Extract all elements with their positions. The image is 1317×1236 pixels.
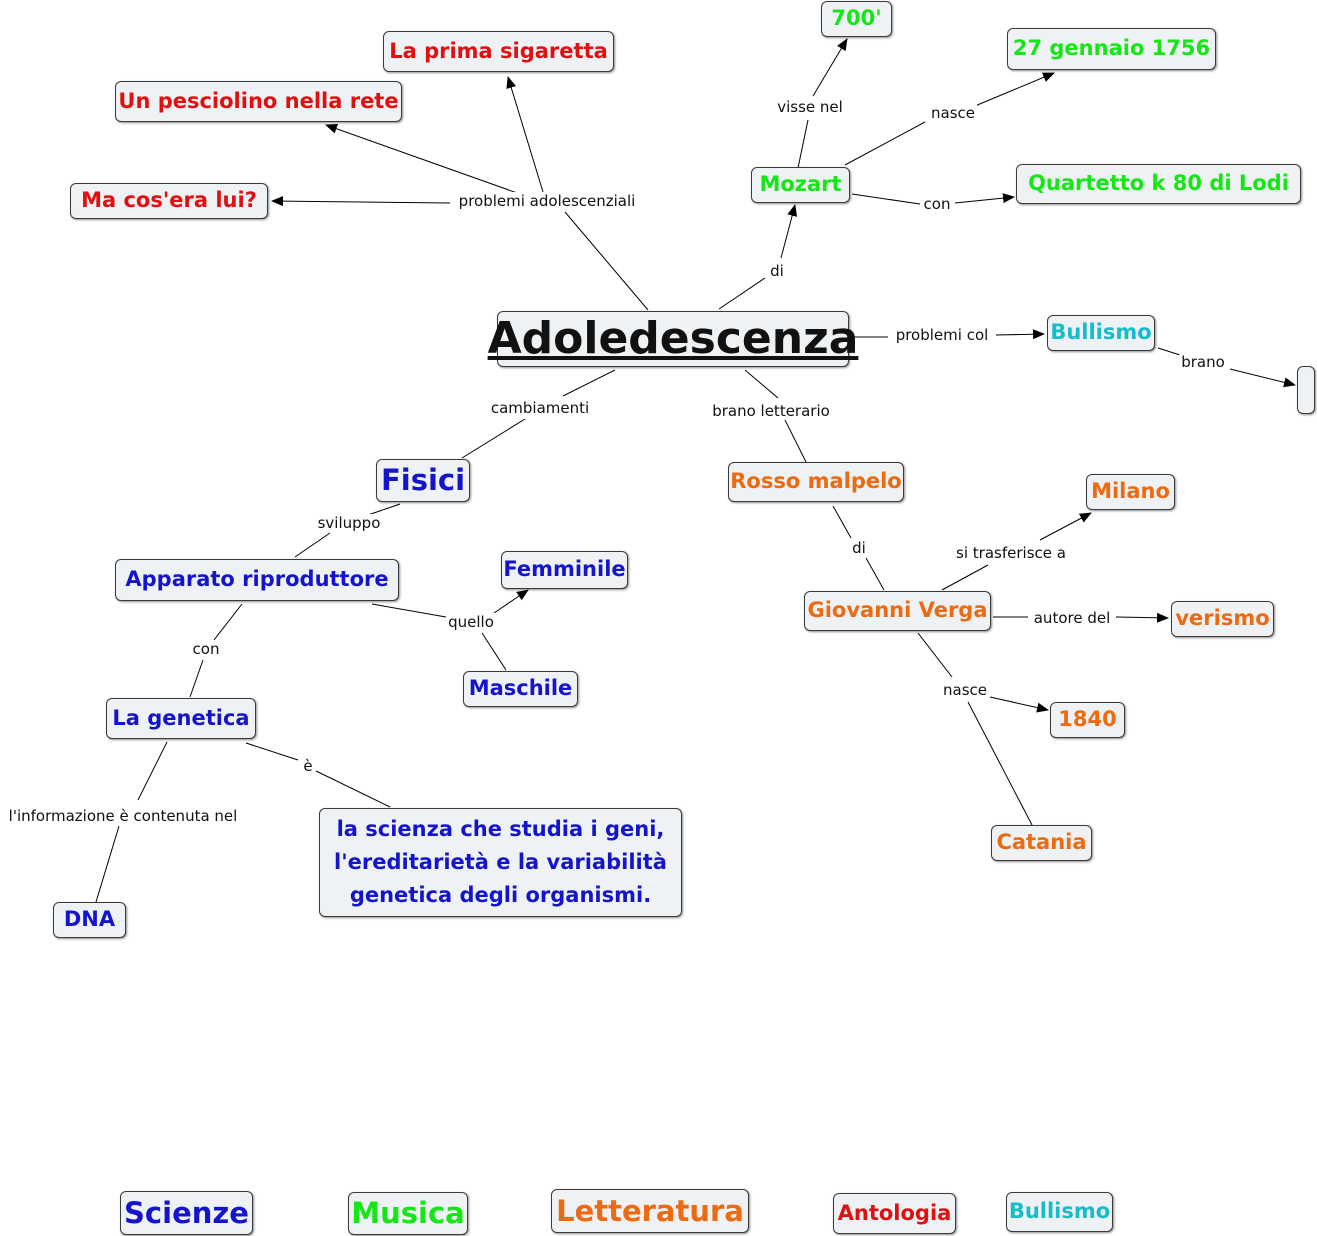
node-milano[interactable]: Milano — [1086, 474, 1175, 510]
label-autore-del: autore del — [1031, 609, 1113, 627]
link-autore-verismo — [1115, 612, 1169, 623]
node-femminile[interactable]: Femminile — [501, 551, 628, 589]
link-sviluppo-apparato — [294, 532, 331, 558]
link-mozart-visse — [797, 119, 809, 169]
link-nasce-1840 — [989, 696, 1049, 713]
link-mozart-con — [851, 193, 921, 205]
link-nasce-gennaio — [974, 72, 1055, 107]
label-problemi-col: problemi col — [893, 326, 991, 344]
label-con-mozart: con — [921, 195, 953, 213]
node-apparato-riproduttore[interactable]: Apparato riproduttore — [115, 559, 399, 601]
node-fisici[interactable]: Fisici — [376, 459, 470, 502]
label-di-verga: di — [850, 539, 868, 557]
node-1840[interactable]: 1840 — [1050, 702, 1125, 738]
link-apparato-quello — [371, 603, 447, 618]
link-root-cambiamenti — [562, 369, 616, 397]
link-quello-femminile — [493, 589, 529, 614]
label-nasce-mozart: nasce — [929, 104, 977, 122]
link-visse-700 — [812, 38, 848, 97]
legend-musica[interactable]: Musica — [348, 1192, 468, 1235]
label-quello: quello — [446, 613, 496, 631]
link-nasce-catania — [967, 701, 1033, 826]
link-con-genetica — [189, 659, 204, 698]
link-verga-nasce — [917, 632, 953, 678]
node-scienza-definizione[interactable]: la scienza che studia i geni, l'ereditar… — [319, 808, 682, 917]
link-maschile-quello — [481, 632, 507, 671]
link-problemicol-bullismo — [995, 329, 1045, 340]
label-visse-nel: visse nel — [775, 98, 845, 116]
link-problemi-pesciolino — [325, 123, 521, 195]
node-catania[interactable]: Catania — [991, 825, 1092, 861]
node-verismo[interactable]: verismo — [1171, 601, 1274, 637]
link-brano-letterario-rosso — [784, 419, 807, 463]
node-rosso-malpelo[interactable]: Rosso malpelo — [728, 462, 904, 502]
label-sviluppo: sviluppo — [315, 514, 383, 532]
link-problemi-sigaretta — [506, 76, 544, 193]
link-di-mozart — [780, 204, 798, 259]
label-con-apparato: con — [190, 640, 222, 658]
link-verga-si-trasferisce — [941, 564, 989, 591]
link-genetica-e — [245, 742, 299, 761]
root-node-adoledescenza[interactable]: Adoledescenza — [488, 311, 858, 367]
link-si-trasferisce-milano — [1039, 512, 1092, 541]
node-cosera[interactable]: Ma cos'era lui? — [70, 183, 268, 219]
link-problemi-cosera — [271, 196, 451, 207]
label-brano-letterario: brano letterario — [710, 402, 832, 420]
node-maschile[interactable]: Maschile — [463, 671, 578, 707]
node-prima-sigaretta[interactable]: La prima sigaretta — [383, 31, 614, 72]
link-cambiamenti-fisici — [461, 418, 526, 459]
link-brano-empty — [1229, 368, 1296, 388]
node-empty[interactable] — [1297, 366, 1315, 414]
node-700[interactable]: 700' — [821, 1, 892, 37]
link-mozart-nasce — [844, 121, 926, 166]
link-fisici-sviluppo — [367, 503, 401, 516]
node-mozart[interactable]: Mozart — [751, 167, 850, 203]
link-genetica-informazione — [137, 741, 168, 801]
label-nasce-verga: nasce — [941, 681, 989, 699]
node-la-genetica[interactable]: La genetica — [106, 698, 256, 739]
node-pesciolino[interactable]: Un pesciolino nella rete — [115, 81, 402, 122]
link-root-di — [718, 277, 766, 310]
link-bullismo-brano — [1157, 347, 1181, 356]
link-di-verga — [865, 557, 885, 591]
label-di-mozart: di — [768, 262, 786, 280]
link-informazione-dna — [95, 825, 120, 903]
label-brano: brano — [1179, 353, 1227, 371]
node-quartetto[interactable]: Quartetto k 80 di Lodi — [1016, 164, 1301, 204]
label-e: è — [301, 757, 315, 775]
node-bullismo[interactable]: Bullismo — [1047, 315, 1155, 351]
label-si-trasferisce: si trasferisce a — [954, 544, 1068, 562]
label-problemi-adolescenziali: problemi adolescenziali — [456, 192, 638, 210]
link-apparato-con — [213, 603, 243, 641]
node-gennaio-1756[interactable]: 27 gennaio 1756 — [1007, 28, 1216, 70]
link-e-scienza — [315, 770, 391, 808]
legend-antologia[interactable]: Antologia — [833, 1193, 956, 1234]
link-root-brano-letterario — [744, 369, 779, 399]
label-cambiamenti: cambiamenti — [488, 399, 592, 417]
node-dna[interactable]: DNA — [53, 902, 126, 938]
link-rosso-di — [832, 505, 852, 539]
node-giovanni-verga[interactable]: Giovanni Verga — [804, 591, 991, 631]
legend-bullismo[interactable]: Bullismo — [1006, 1192, 1113, 1232]
link-root-problemi — [564, 211, 649, 311]
legend-letteratura[interactable]: Letteratura — [551, 1189, 749, 1233]
label-informazione: l'informazione è contenuta nel — [6, 807, 240, 825]
legend-scienze[interactable]: Scienze — [120, 1191, 253, 1235]
link-con-quartetto — [954, 193, 1015, 204]
